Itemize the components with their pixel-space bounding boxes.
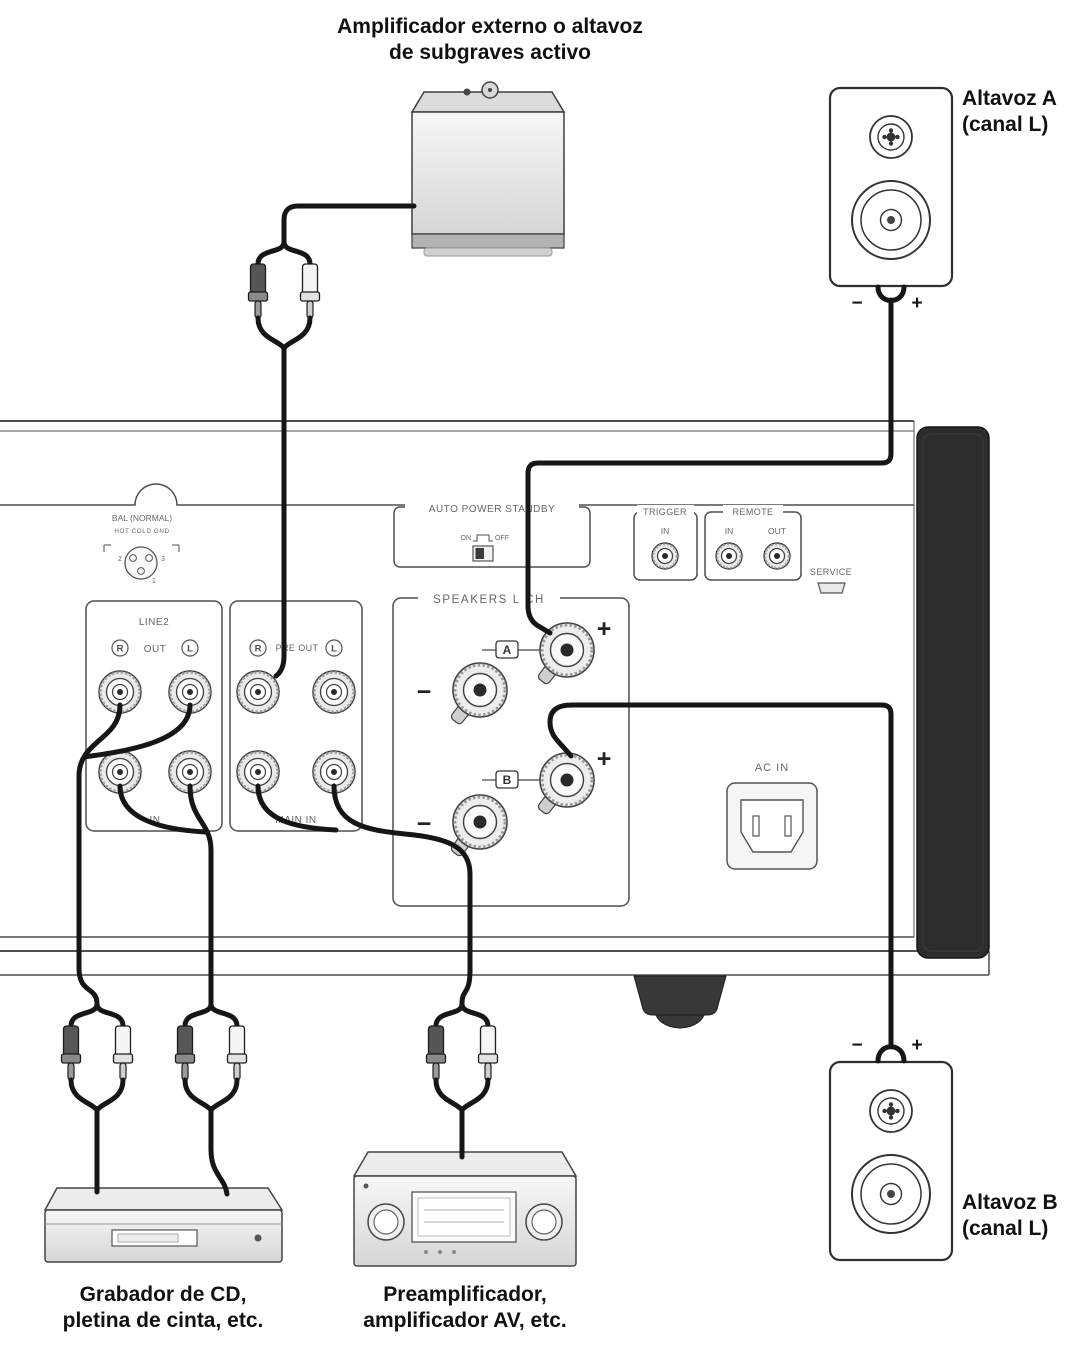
cable-recorder-to-line2-in	[117, 783, 247, 1197]
group-b-badge	[495, 770, 519, 789]
cable-speaker-b	[547, 702, 907, 1064]
terminal-a-plus-sign: +	[597, 615, 612, 643]
cd-recorder-label-line-2: pletina de cinta, etc.	[63, 1309, 264, 1332]
speaker-b-plus-sign: +	[911, 1035, 922, 1056]
recorder-button	[254, 1234, 262, 1242]
av-receiver-illustration	[352, 1151, 578, 1267]
trigger-label: TRIGGER	[643, 507, 687, 517]
speakers-title: SPEAKERS L CH	[433, 594, 545, 606]
cable-speaker-a	[525, 284, 907, 636]
rca-plug-pair-line2-in	[176, 1004, 247, 1110]
cd-recorder-label-line-1: Grabador de CD,	[80, 1283, 247, 1306]
receiver-power-led	[363, 1183, 369, 1189]
preamp-label-line-2: amplificador AV, etc.	[363, 1309, 566, 1332]
switch-on-label: ON	[461, 535, 472, 542]
trigger-section: TRIGGER IN	[633, 505, 698, 581]
subwoofer-illustration	[410, 81, 566, 257]
line2-out-l-badge: L	[187, 644, 193, 655]
ac-inlet: AC IN	[726, 762, 818, 870]
trigger-in-jack	[651, 542, 679, 570]
chassis-lines	[0, 420, 990, 976]
service-label: SERVICE	[810, 567, 852, 577]
speaker-a-label-line-1: Altavoz A	[962, 87, 1057, 110]
terminal-a-minus-sign: −	[417, 678, 432, 706]
trigger-in-label: IN	[661, 526, 670, 536]
terminal-b-minus-sign: −	[417, 810, 432, 838]
speaker-a-minus-sign: −	[851, 293, 862, 314]
pre-main-jacks-section: R PRE OUT L MAIN IN	[229, 600, 363, 832]
bal-pin-2: 2	[118, 556, 122, 563]
rca-plug-pair-line2-out	[62, 1004, 133, 1110]
line2-in-label: IN	[150, 815, 161, 826]
subwoofer-title-line-1: Amplificador externo o altavoz	[337, 15, 643, 38]
preamp-label-line-1: Preamplificador,	[383, 1283, 546, 1306]
amplifier-rear-panel: BAL (NORMAL) HOT COLD GND 2 3 1 AUTO POW…	[0, 420, 990, 1029]
service-usb-port	[817, 582, 846, 594]
rca-plug-pair-subwoofer	[249, 242, 320, 348]
rca-plug-pair-main-in	[427, 1004, 498, 1110]
speaker-b-illustration	[828, 1060, 954, 1262]
pre-out-r-badge: R	[255, 644, 262, 655]
bal-pin-1: 1	[152, 578, 156, 585]
cable-preamp-to-main-in	[255, 783, 498, 1160]
bal-pin-3: 3	[161, 556, 165, 563]
cable-subwoofer-to-pre-out	[249, 203, 417, 679]
remote-in-label: IN	[725, 526, 734, 536]
group-a-badge	[495, 640, 519, 659]
bal-pin-names: HOT COLD GND	[114, 528, 169, 535]
speaker-b-label-line-2: (canal L)	[962, 1217, 1048, 1240]
cable-line2-out-to-recorder	[62, 702, 193, 1195]
remote-label: REMOTE	[733, 507, 774, 517]
heatsink-bar	[916, 426, 990, 959]
pre-out-l-badge: L	[331, 644, 337, 655]
switch-off-label: OFF	[495, 535, 509, 542]
speaker-b-minus-sign: −	[851, 1035, 862, 1056]
amp-foot	[633, 975, 727, 1029]
terminal-b-plus-sign: +	[597, 745, 612, 773]
cd-recorder-illustration	[43, 1187, 284, 1263]
subwoofer-title-line-2: de subgraves activo	[389, 41, 591, 64]
pre-out-l-jack	[311, 669, 357, 715]
speaker-a-label-line-2: (canal L)	[962, 113, 1048, 136]
binding-post-a-plus	[537, 621, 596, 685]
ac-in-label: AC IN	[755, 762, 789, 774]
pre-out-r-jack	[235, 669, 281, 715]
remote-section: REMOTE IN OUT	[704, 505, 802, 581]
speaker-terminals-section: SPEAKERS L CH + − + −	[392, 591, 630, 907]
remote-out-jack	[763, 542, 791, 570]
speaker-b-label-line-1: Altavoz B	[962, 1191, 1058, 1214]
group-a-label: A	[503, 643, 512, 657]
auto-power-standby-section: AUTO POWER STANDBY ON OFF	[393, 500, 591, 568]
bal-title: BAL (NORMAL)	[112, 513, 172, 523]
binding-post-b-plus	[537, 751, 596, 815]
group-b-label: B	[503, 773, 512, 787]
bal-xlr-connector: BAL (NORMAL) HOT COLD GND 2 3 1	[103, 513, 180, 585]
binding-post-a-minus	[450, 661, 509, 725]
remote-out-label: OUT	[768, 526, 786, 536]
speaker-a-illustration	[828, 86, 954, 288]
line2-out-r-badge: R	[117, 644, 124, 655]
line2-out-label: OUT	[144, 644, 167, 655]
remote-in-jack	[715, 542, 743, 570]
pre-out-label: PRE OUT	[276, 643, 319, 653]
main-in-label: MAIN IN	[275, 815, 316, 826]
binding-post-b-minus	[450, 793, 509, 857]
subwoofer-small-knob	[463, 88, 471, 96]
auto-power-standby-label: AUTO POWER STANDBY	[429, 504, 555, 515]
service-port: SERVICE	[810, 567, 852, 594]
line2-title: LINE2	[139, 617, 169, 628]
line2-jacks-section: LINE2 R OUT L IN	[85, 600, 223, 832]
speaker-a-plus-sign: +	[911, 293, 922, 314]
